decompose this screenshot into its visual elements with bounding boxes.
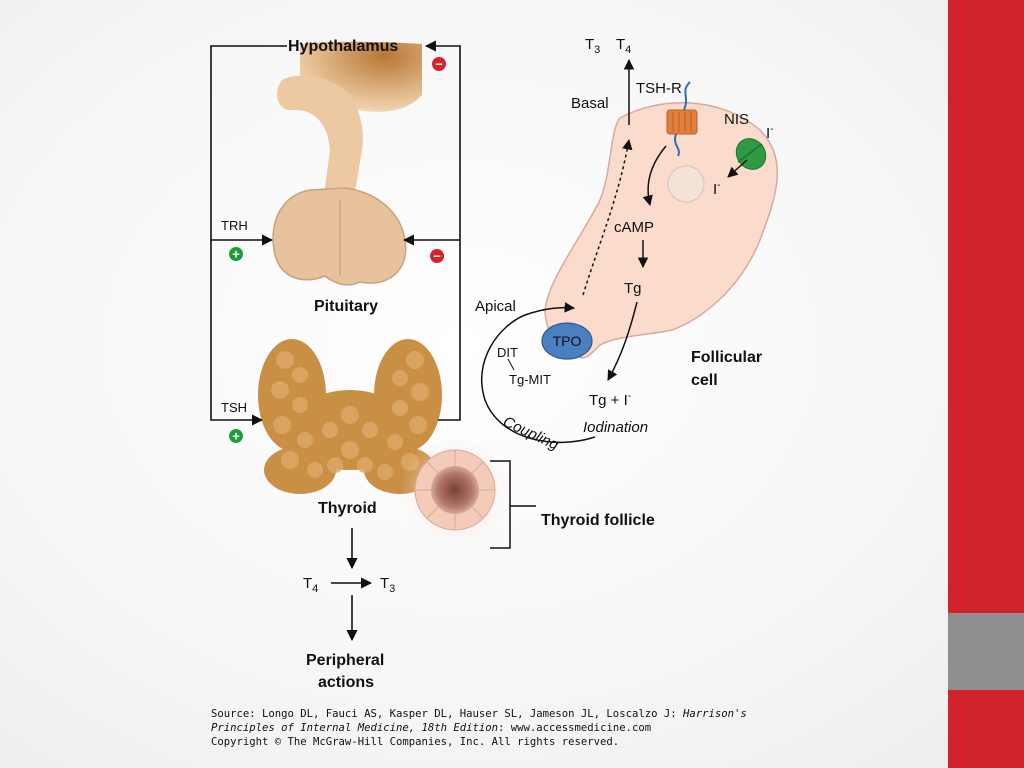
iodide-inside-label: I- (713, 180, 721, 198)
copyright-line: Copyright © The McGraw-Hill Companies, I… (211, 736, 620, 748)
top-t3-label: T3 (585, 36, 600, 56)
receptor-to-camp-arrow (642, 145, 667, 207)
negative-feedback-hypothalamus (424, 40, 461, 421)
pituitary-shape (272, 187, 407, 286)
follicular-cell-label-line2: cell (691, 372, 718, 389)
t3-label: T3 (380, 575, 395, 595)
nucleus (667, 165, 705, 203)
camp-label: cAMP (614, 219, 654, 236)
iodide-outside-label: I- (766, 124, 774, 142)
hormone-release-path (582, 138, 633, 296)
tsh-r-label: TSH-R (636, 80, 682, 97)
coupling-label: Coupling (500, 413, 561, 454)
svg-text:+: + (232, 429, 240, 444)
tsh-arrow (210, 240, 264, 426)
thyroid-gland (258, 339, 442, 494)
peripheral-label-line1: Peripheral (306, 652, 384, 669)
tg-mit-label: Tg-MIT (509, 372, 551, 387)
negative-badge-hypothalamus: − (432, 57, 446, 72)
nis-transporter-icon (735, 138, 767, 170)
positive-badge-tsh: + (229, 429, 243, 444)
follicular-cell-label-line1: Follicular (691, 349, 762, 366)
iodination-label: Iodination (583, 419, 648, 436)
svg-text:+: + (232, 247, 240, 262)
source-citation: Source: Longo DL, Fauci AS, Kasper DL, H… (211, 707, 771, 749)
coupling-arc (480, 302, 596, 444)
tpo-enzyme-icon: TPO (541, 322, 593, 360)
tg-label: Tg (624, 280, 642, 297)
t4-label: T4 (303, 575, 318, 595)
dit-connector (507, 358, 515, 371)
thyroid-follicle-label: Thyroid follicle (541, 512, 655, 529)
svg-text:−: − (433, 249, 441, 264)
pituitary-stalk (277, 75, 363, 210)
tg-secretion-arrow (607, 301, 638, 381)
dit-label: DIT (497, 345, 518, 360)
peripheral-label-line2: actions (318, 674, 374, 691)
sidebar-accent-top (948, 0, 1024, 613)
tsh-receptor-icon (666, 81, 698, 157)
thyroid-follicle-illustration (401, 436, 509, 544)
top-t4-label: T4 (616, 36, 631, 56)
thyroid-label: Thyroid (318, 500, 377, 517)
apical-label: Apical (475, 298, 516, 315)
trh-label: TRH (221, 218, 248, 233)
iodide-entry-arrow (727, 159, 748, 178)
trh-arrow (210, 45, 287, 246)
svg-text:−: − (435, 57, 443, 72)
tg-plus-iodide-label: Tg + I- (589, 391, 631, 409)
negative-badge-pituitary: − (430, 249, 444, 264)
nis-label: NIS (724, 111, 749, 128)
citation-line-1: Source: Longo DL, Fauci AS, Kasper DL, H… (211, 708, 747, 720)
positive-badge-trh: + (229, 247, 243, 262)
sidebar-accent-middle (948, 613, 1024, 690)
basal-label: Basal (571, 95, 609, 112)
follicular-cell-shape (544, 102, 779, 359)
citation-line-2: Principles of Internal Medicine, 18th Ed… (211, 722, 652, 734)
follicle-bracket (490, 460, 536, 549)
hypothalamus-label: Hypothalamus (288, 38, 398, 55)
pituitary-label: Pituitary (314, 298, 378, 315)
tsh-label: TSH (221, 400, 247, 415)
svg-text:TPO: TPO (553, 333, 582, 349)
sidebar-accent-bottom (948, 690, 1024, 768)
